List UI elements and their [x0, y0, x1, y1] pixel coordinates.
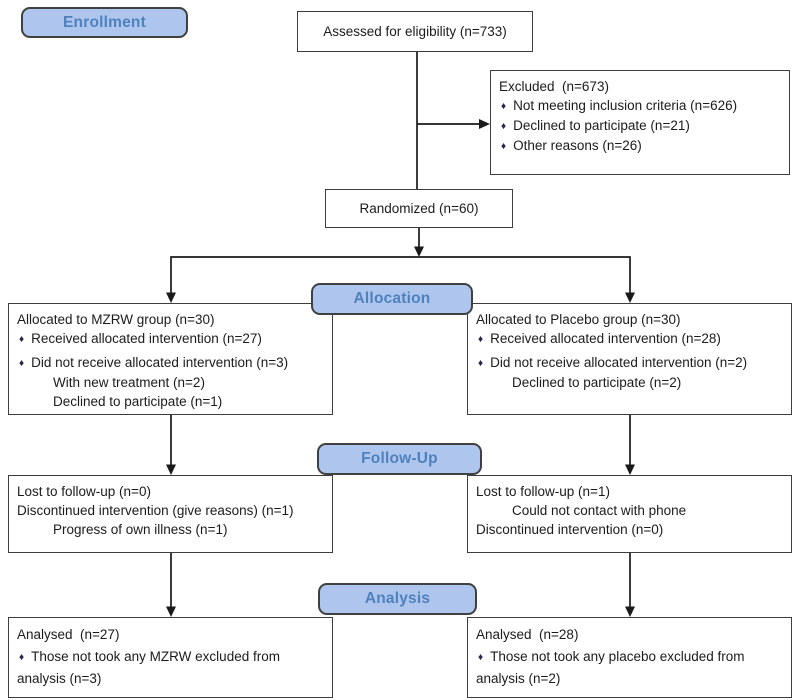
analysis-item-text: Those not took any placebo excluded from — [490, 648, 745, 664]
alloc-subitem: Declined to participate (n=1) — [53, 394, 223, 409]
allocation-placebo-box: Allocated to Placebo group (n=30) ♦ Recei… — [467, 303, 792, 415]
stage-label-analysis: Analysis — [318, 583, 477, 615]
alloc-item: ♦ Did not receive allocated intervention … — [476, 353, 783, 373]
alloc-item: ♦ Received allocated intervention (n=28) — [476, 329, 783, 349]
diamond-bullet-icon: ♦ — [478, 358, 484, 369]
analysis-title: Analysed (n=28) — [476, 627, 579, 642]
alloc-item-text: Received allocated intervention (n=27) — [31, 331, 262, 346]
diamond-bullet-icon: ♦ — [501, 101, 507, 112]
diamond-bullet-icon: ♦ — [19, 651, 25, 663]
analysis-item-cont: analysis (n=2) — [476, 671, 561, 686]
allocation-mzrw-box: Allocated to MZRW group (n=30) ♦ Received… — [8, 303, 333, 415]
followup-mzrw-box: Lost to follow-up (n=0) Discontinued int… — [8, 475, 333, 553]
diamond-bullet-icon: ♦ — [19, 358, 25, 369]
alloc-subitem: Declined to participate (n=2) — [512, 375, 682, 390]
assessed-box: Assessed for eligibility (n=733) — [297, 11, 533, 52]
excluded-box: Excluded (n=673) ♦ Not meeting inclusion … — [490, 70, 790, 175]
excluded-title: Excluded (n=673) — [499, 79, 609, 94]
followup-line: Lost to follow-up (n=1) — [476, 484, 610, 499]
excluded-item-text: Other reasons (n=26) — [513, 138, 642, 153]
excluded-item: ♦ Not meeting inclusion criteria (n=626) — [499, 96, 781, 116]
stage-label-followup: Follow-Up — [317, 443, 482, 475]
followup-line: Discontinued intervention (n=0) — [476, 522, 664, 537]
alloc-item: ♦ Received allocated intervention (n=27) — [17, 329, 324, 349]
diamond-bullet-icon: ♦ — [478, 651, 484, 663]
diamond-bullet-icon: ♦ — [478, 334, 484, 345]
followup-line: Lost to follow-up (n=0) — [17, 484, 151, 499]
followup-subitem: Progress of own illness (n=1) — [53, 522, 228, 537]
alloc-item-text: Did not receive allocated intervention (… — [490, 355, 748, 370]
arrowheads — [166, 119, 635, 617]
excluded-item-text: Not meeting inclusion criteria (n=626) — [513, 98, 738, 113]
analysis-item-text: Those not took any MZRW excluded from — [31, 648, 280, 664]
alloc-item-text: Did not receive allocated intervention (… — [31, 355, 289, 370]
alloc-subitem: With new treatment (n=2) — [53, 375, 205, 390]
stage-label-enrollment: Enrollment — [21, 7, 188, 38]
diamond-bullet-icon: ♦ — [501, 121, 507, 132]
alloc-title: Allocated to Placebo group (n=30) — [476, 312, 681, 327]
followup-subitem: Could not contact with phone — [512, 503, 687, 518]
diamond-bullet-icon: ♦ — [19, 334, 25, 345]
followup-placebo-box: Lost to follow-up (n=1) Could not contac… — [467, 475, 792, 553]
excluded-item-text: Declined to participate (n=21) — [513, 118, 690, 133]
alloc-item: ♦ Did not receive allocated intervention … — [17, 353, 324, 373]
assessed-text: Assessed for eligibility (n=733) — [323, 24, 507, 39]
excluded-item: ♦ Declined to participate (n=21) — [499, 116, 781, 136]
analysis-placebo-box: Analysed (n=28) ♦ Those not took any plac… — [467, 617, 792, 698]
stage-label-allocation: Allocation — [311, 283, 473, 315]
alloc-title: Allocated to MZRW group (n=30) — [17, 312, 215, 327]
alloc-item-text: Received allocated intervention (n=28) — [490, 331, 721, 346]
followup-line: Discontinued intervention (give reasons)… — [17, 503, 294, 518]
randomized-text: Randomized (n=60) — [359, 201, 479, 216]
analysis-mzrw-box: Analysed (n=27) ♦ Those not took any MZRW… — [8, 617, 333, 698]
randomized-box: Randomized (n=60) — [325, 189, 513, 228]
analysis-item: ♦ Those not took any placebo excluded fro… — [476, 646, 783, 669]
excluded-item: ♦ Other reasons (n=26) — [499, 136, 781, 156]
analysis-item: ♦ Those not took any MZRW excluded from — [17, 646, 324, 669]
analysis-title: Analysed (n=27) — [17, 627, 120, 642]
diamond-bullet-icon: ♦ — [501, 141, 507, 152]
analysis-item-cont: analysis (n=3) — [17, 671, 102, 686]
